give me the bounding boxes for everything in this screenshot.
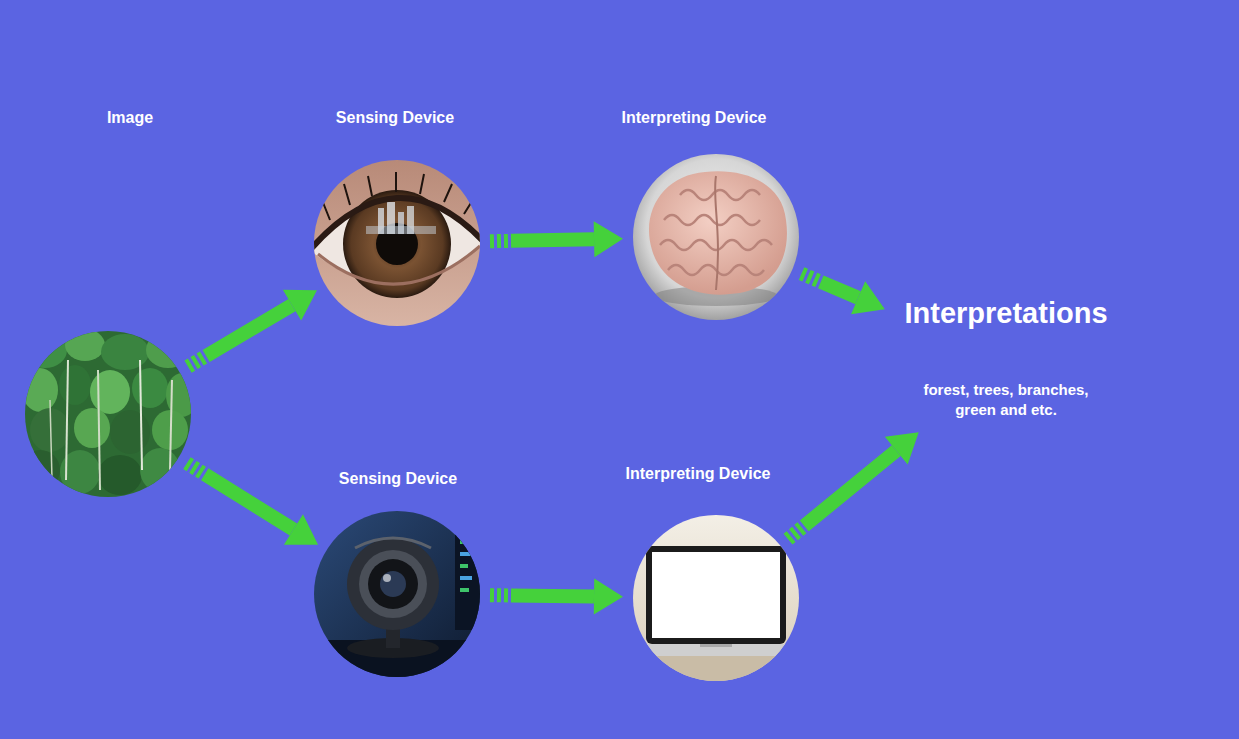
forest-photo-shape: [23, 332, 67, 368]
forest-photo-shape: [170, 380, 172, 470]
laptop-photo-shape: [634, 644, 798, 656]
eye-photo: [310, 160, 484, 326]
image-node: Image: [25, 331, 191, 497]
laptop-photo-shape: [633, 515, 799, 681]
webcam-photo-shape: [380, 571, 406, 597]
forest-photo-shape: [110, 410, 150, 454]
flow-arrow: [187, 463, 294, 529]
sensing-node: Sensing Device: [314, 511, 480, 677]
flow-arrow: [802, 274, 859, 298]
forest-photo-shape: [65, 329, 105, 361]
webcam-photo-shape: [383, 574, 391, 582]
flow-arrow: [788, 451, 896, 539]
brain-photo-shape: [633, 154, 799, 320]
laptop-photo: [633, 515, 799, 681]
forest-photo-shape: [132, 368, 168, 408]
result-node: Interpretations forest, trees, branches, …: [894, 296, 1118, 426]
webcam-photo-shape: [455, 520, 485, 630]
forest-photo-shape: [90, 370, 130, 414]
result-list: forest, trees, branches, green and etc.: [922, 380, 1090, 420]
webcam-photo-shape: [359, 550, 427, 618]
forest-photo-shape: [101, 334, 149, 370]
result-title: Interpretations: [894, 296, 1118, 330]
brain-photo-shape: [664, 215, 760, 225]
brain-photo-shape: [668, 265, 764, 275]
forest-photo-shape: [50, 400, 52, 480]
node-heading: Sensing Device: [339, 469, 457, 489]
interpreting-node: Interpreting Device: [633, 154, 799, 320]
brain-photo-shape: [649, 171, 787, 294]
brain-photo-shape: [660, 240, 772, 250]
brain-photo-shape: [715, 176, 718, 290]
webcam-photo-shape: [460, 564, 468, 568]
brain-photo: [633, 154, 799, 320]
forest-photo-shape: [146, 332, 190, 368]
sensing-node: Sensing Device: [314, 160, 480, 326]
flow-arrow: [490, 595, 594, 596]
webcam-photo: [314, 511, 485, 680]
node-heading: Image: [107, 108, 153, 128]
forest-photo-shape: [59, 365, 91, 405]
laptop-photo-shape: [646, 546, 786, 644]
webcam-photo-shape: [460, 552, 474, 556]
flow-arrow: [188, 305, 292, 367]
forest-photo-shape: [22, 368, 58, 412]
webcam-photo-shape: [460, 540, 470, 544]
forest-photo-shape: [140, 360, 142, 470]
eye-photo-shape: [366, 226, 436, 234]
forest-photo-shape: [140, 448, 180, 492]
node-heading: Sensing Device: [336, 108, 454, 128]
forest-photo-shape: [66, 360, 68, 480]
eye-photo-shape: [318, 246, 480, 284]
laptop-photo-shape: [652, 552, 780, 638]
webcam-photo-shape: [460, 576, 472, 580]
webcam-photo-shape: [347, 538, 439, 630]
forest-photo: [20, 329, 198, 497]
interpreting-node: Interpreting Device: [633, 515, 799, 681]
webcam-photo-shape: [355, 538, 431, 548]
webcam-photo-shape: [460, 588, 469, 592]
forest-photo-shape: [74, 408, 110, 448]
forest-photo-shape: [98, 455, 142, 495]
eye-photo-shape: [322, 172, 474, 220]
node-heading: Interpreting Device: [622, 108, 767, 128]
forest-photo-shape: [98, 370, 100, 490]
eye-photo-shape: [310, 198, 484, 250]
flow-arrow: [490, 239, 594, 241]
laptop-photo-shape: [700, 644, 732, 647]
webcam-photo-shape: [368, 559, 418, 609]
forest-photo-shape: [20, 450, 60, 490]
node-heading: Interpreting Device: [626, 464, 771, 484]
brain-photo-shape: [680, 190, 760, 200]
